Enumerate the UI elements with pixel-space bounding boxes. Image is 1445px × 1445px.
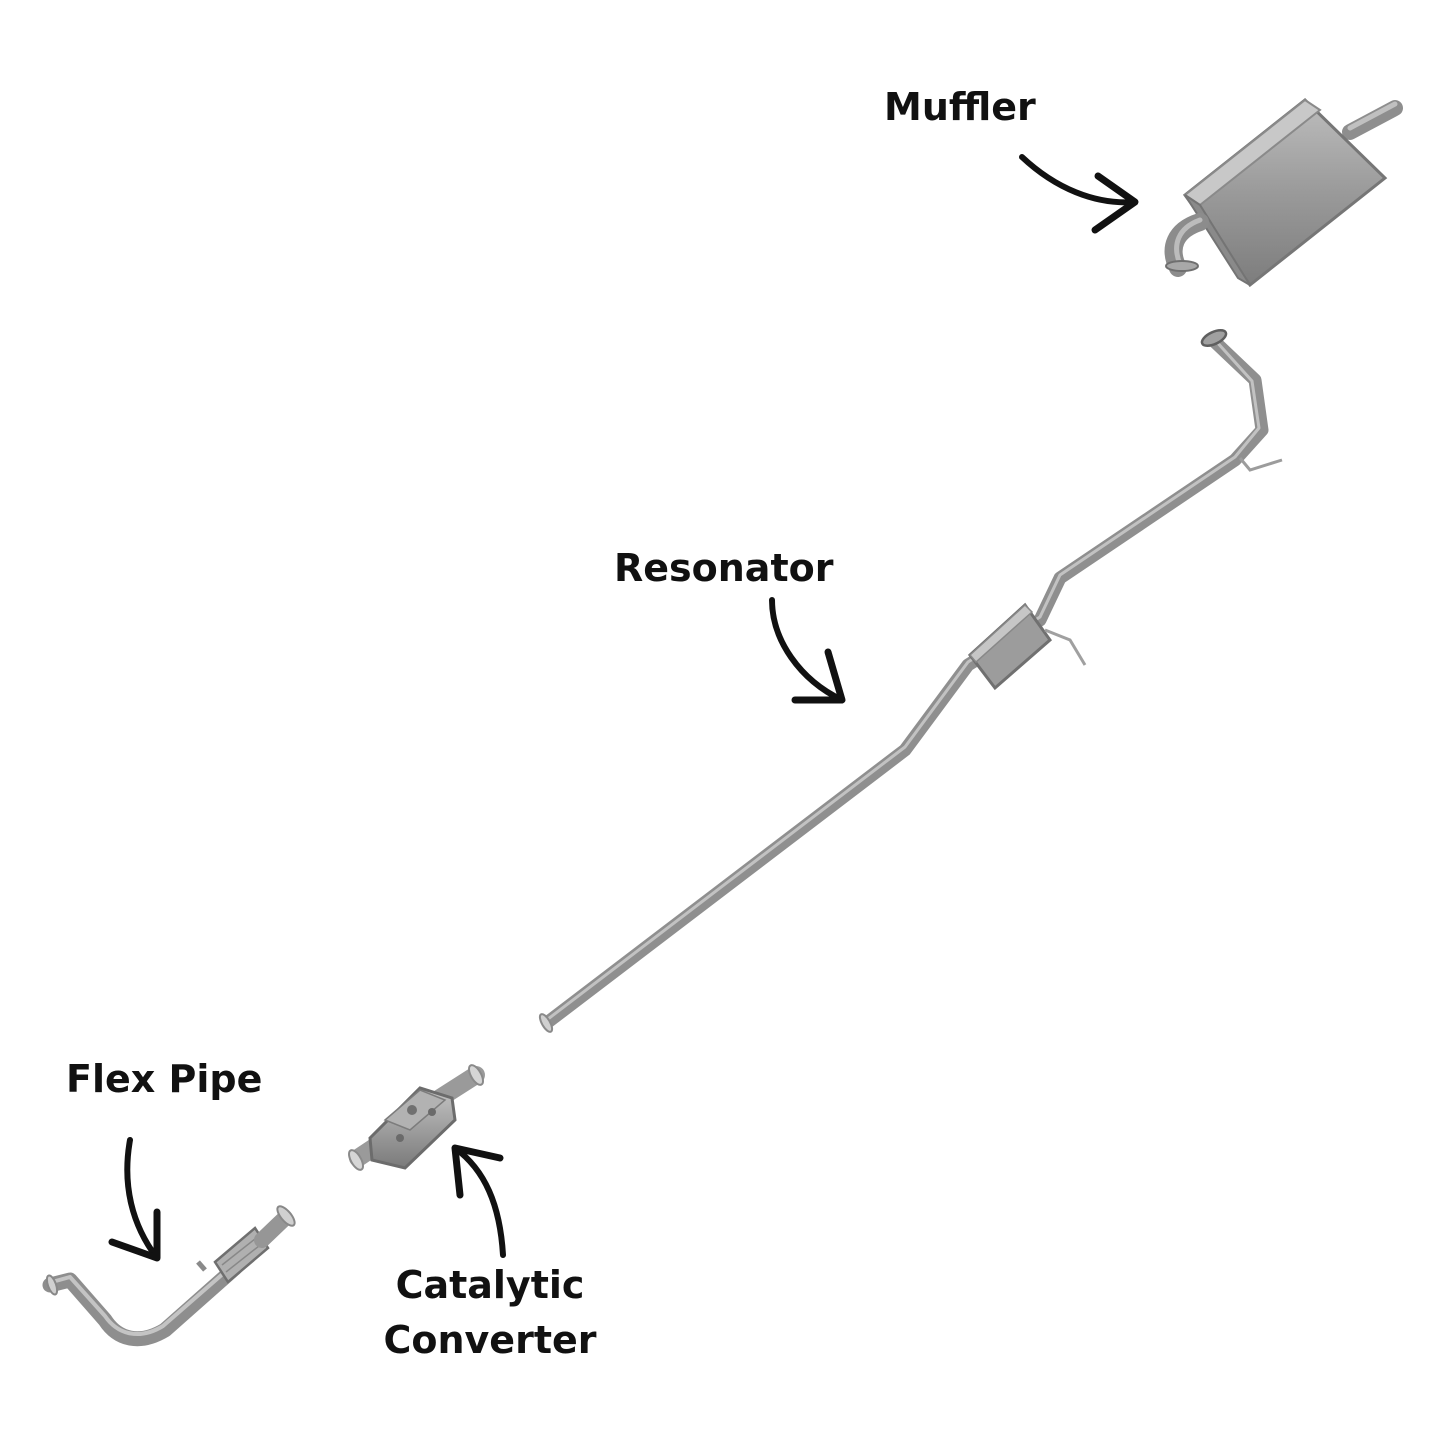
muffler-arrow (1019, 154, 1139, 234)
resonator-part (538, 329, 1283, 1033)
catalytic-label-line2: Converter (383, 1318, 597, 1363)
muffler-label: Muffler (884, 85, 1036, 129)
flex-pipe-label: Flex Pipe (66, 1057, 263, 1101)
catalytic-label-line1: Catalytic (395, 1263, 585, 1307)
flex-pipe-part (42, 1205, 296, 1347)
catalytic-converter-label: Catalytic Converter (372, 1258, 608, 1368)
catalytic-converter-part (348, 1064, 485, 1171)
resonator-label: Resonator (614, 546, 834, 590)
catalytic-converter-arrow (451, 1144, 506, 1258)
muffler-part (1164, 98, 1403, 288)
flex-pipe-arrow (108, 1137, 161, 1262)
resonator-arrow (769, 597, 846, 704)
